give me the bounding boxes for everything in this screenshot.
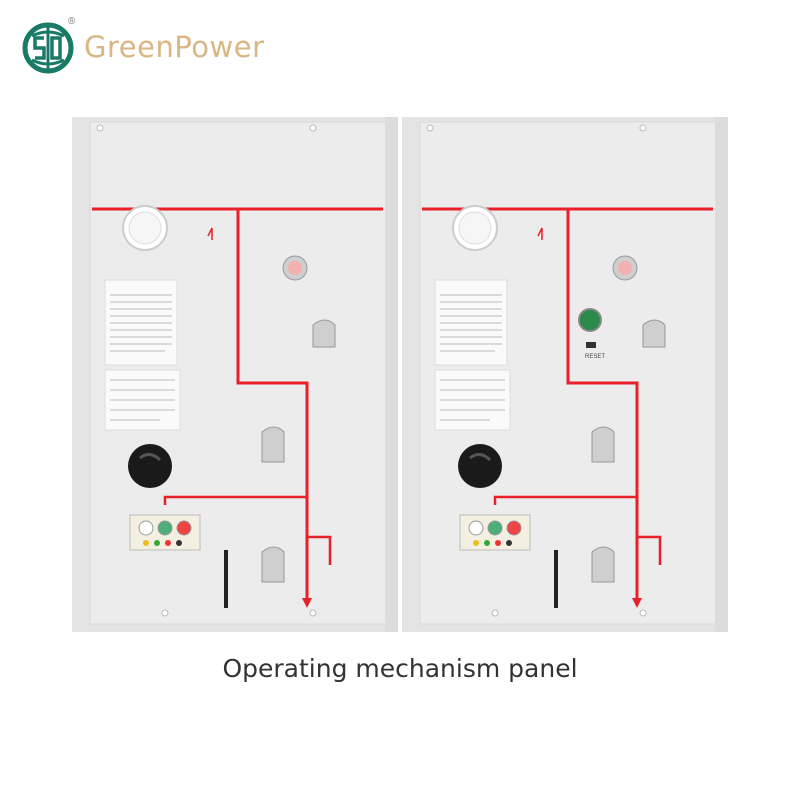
reset-button-group: RESET xyxy=(578,308,605,360)
left-switchgear-panel xyxy=(70,115,400,634)
brand-name: GreenPower xyxy=(84,30,265,64)
registered-mark: ® xyxy=(68,16,76,27)
greenpower-logo-icon xyxy=(22,22,74,74)
reset-label: RESET xyxy=(585,354,605,360)
right-switchgear-panel xyxy=(400,115,730,634)
image-caption: Operating mechanism panel xyxy=(222,654,578,683)
close-button-green-icon xyxy=(578,308,602,332)
operating-mechanism-panel-photo: RESET xyxy=(70,115,730,635)
